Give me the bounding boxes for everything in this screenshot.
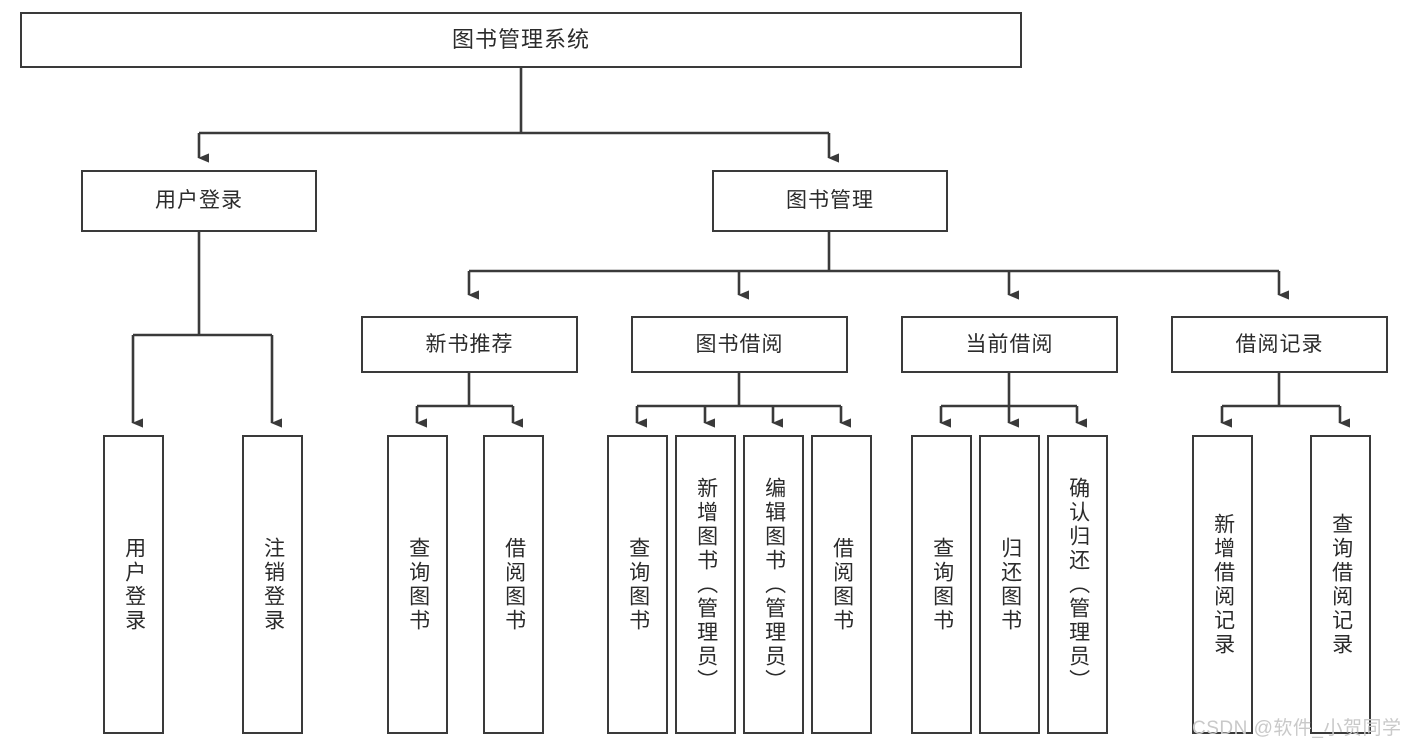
node-label: 新书推荐 [425, 332, 514, 356]
node-label: 查询图书 [626, 536, 650, 633]
node-label: 查询图书 [406, 536, 430, 633]
node-label: 新增借阅记录 [1211, 512, 1235, 657]
node-label: 当前借阅 [965, 332, 1054, 356]
node-leaf-borrow-book-1[interactable]: 借阅图书 [483, 435, 544, 734]
node-leaf-edit-book[interactable]: 编辑图书（管理员） [743, 435, 804, 734]
node-leaf-user-login[interactable]: 用户登录 [103, 435, 164, 734]
node-label: 编辑图书（管理员） [762, 476, 786, 693]
csdn-watermark: CSDN @软件_小贺同学 [1192, 718, 1402, 739]
node-book-borrow[interactable]: 图书借阅 [631, 316, 848, 373]
node-label: 图书管理 [786, 189, 874, 213]
node-label: 查询借阅记录 [1329, 512, 1353, 657]
node-label: 借阅图书 [830, 536, 854, 633]
node-label: 图书借阅 [695, 332, 784, 356]
node-borrow-record[interactable]: 借阅记录 [1171, 316, 1388, 373]
node-new-book-recommend[interactable]: 新书推荐 [361, 316, 578, 373]
node-book-management[interactable]: 图书管理 [712, 170, 948, 232]
node-user-login[interactable]: 用户登录 [81, 170, 317, 232]
node-label: 注销登录 [261, 536, 285, 633]
node-leaf-borrow-book-2[interactable]: 借阅图书 [811, 435, 872, 734]
node-label: 查询图书 [930, 536, 954, 633]
node-label: 用户登录 [122, 536, 146, 633]
node-label: 用户登录 [155, 189, 243, 213]
node-leaf-query-book-3[interactable]: 查询图书 [911, 435, 972, 734]
node-label: 归还图书 [998, 536, 1022, 633]
node-leaf-logout-login[interactable]: 注销登录 [242, 435, 303, 734]
node-leaf-add-record[interactable]: 新增借阅记录 [1192, 435, 1253, 734]
node-root-book-management-system[interactable]: 图书管理系统 [20, 12, 1022, 68]
node-label: 新增图书（管理员） [694, 476, 718, 693]
node-leaf-query-book-1[interactable]: 查询图书 [387, 435, 448, 734]
node-leaf-query-book-2[interactable]: 查询图书 [607, 435, 668, 734]
node-label: 确认归还（管理员） [1066, 476, 1090, 693]
node-leaf-query-record[interactable]: 查询借阅记录 [1310, 435, 1371, 734]
node-label: 图书管理系统 [451, 26, 590, 52]
node-current-borrow[interactable]: 当前借阅 [901, 316, 1118, 373]
node-leaf-confirm-return[interactable]: 确认归还（管理员） [1047, 435, 1108, 734]
node-label: 借阅记录 [1235, 332, 1324, 356]
node-leaf-add-book[interactable]: 新增图书（管理员） [675, 435, 736, 734]
node-label: 借阅图书 [502, 536, 526, 633]
node-leaf-return-book[interactable]: 归还图书 [979, 435, 1040, 734]
